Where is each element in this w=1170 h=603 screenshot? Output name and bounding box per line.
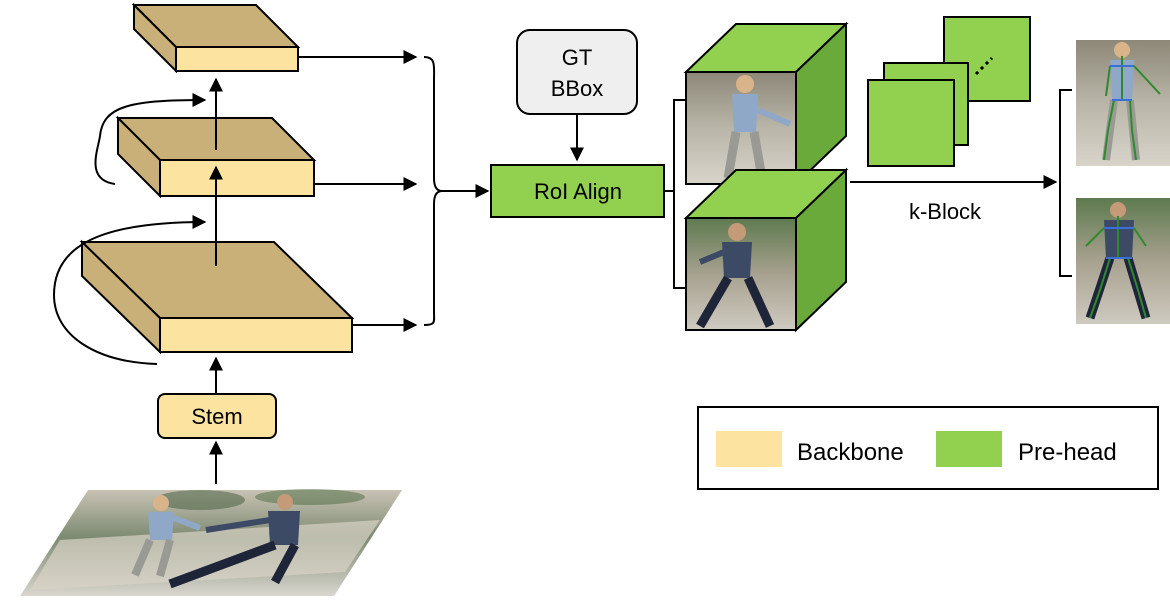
backbone-block-middle xyxy=(115,115,317,199)
pose-output-image-2 xyxy=(1076,198,1170,324)
feature-brace xyxy=(423,56,443,326)
legend-swatch-prehead xyxy=(936,431,1002,467)
roi-output-bracket xyxy=(673,99,686,289)
backbone-block-middle-front xyxy=(159,159,315,197)
output-bracket xyxy=(1059,89,1072,277)
legend: Backbone Pre-head xyxy=(697,406,1159,490)
gt-bbox-box xyxy=(516,29,638,115)
backbone-block-bottom xyxy=(79,239,355,355)
gt-bbox-label-line1: GT xyxy=(562,45,593,70)
legend-label-prehead: Pre-head xyxy=(1018,439,1117,466)
legend-label-backbone: Backbone xyxy=(797,439,904,466)
roi-align-label: RoI Align xyxy=(534,179,622,204)
backbone-block-top-front xyxy=(175,46,299,72)
roi-align-box xyxy=(490,164,665,218)
skip-connection-upper xyxy=(94,93,207,185)
k-block-stack xyxy=(867,16,1031,167)
cropped-feature-cube-2 xyxy=(683,167,849,333)
pose-output-image-1 xyxy=(1076,40,1170,166)
backbone-block-bottom-front xyxy=(159,317,353,353)
k-block-label: k-Block xyxy=(909,199,982,224)
skip-connection-lower xyxy=(52,215,207,365)
legend-swatch-backbone xyxy=(716,431,782,467)
gt-bbox-label-line2: BBox xyxy=(551,76,604,101)
stem-label: Stem xyxy=(191,404,242,429)
cropped-feature-cube-1 xyxy=(683,21,849,187)
input-image xyxy=(20,489,402,596)
backbone-block-top xyxy=(131,2,301,74)
